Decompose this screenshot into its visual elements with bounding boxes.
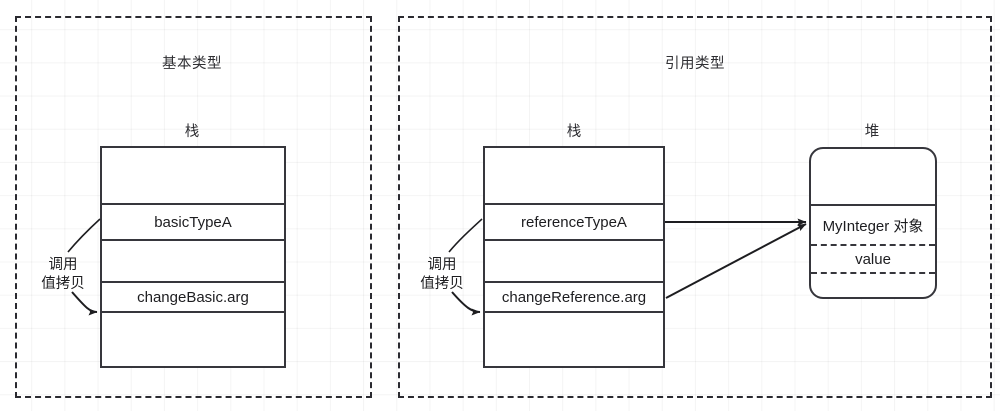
heap-object-box: MyInteger 对象 value [809, 147, 937, 299]
reference-stack-caption: 栈 [566, 124, 582, 140]
basic-stack-frame-2 [102, 241, 284, 281]
basic-stack-caption: 栈 [184, 124, 200, 140]
basic-stack-box: basicTypeA changeBasic.arg [100, 146, 286, 368]
reference-stack-frame-2 [485, 241, 663, 281]
reference-heap-caption: 堆 [864, 124, 880, 140]
reference-stack-box: referenceTypeA changeReference.arg [483, 146, 665, 368]
basic-call-annotation-line2: 值拷贝 [41, 276, 85, 292]
basic-call-annotation: 调用 值拷贝 [34, 256, 92, 294]
reference-stack-frame-referenceTypeA: referenceTypeA [485, 203, 663, 241]
basic-call-annotation-line1: 调用 [48, 257, 78, 273]
panel-basic-type-title: 基本类型 [162, 56, 222, 72]
reference-stack-frame-4 [485, 313, 663, 366]
reference-call-annotation: 调用 值拷贝 [413, 256, 471, 294]
heap-object-row-3 [811, 274, 935, 297]
heap-object-row-value: value [811, 244, 935, 274]
reference-call-annotation-line1: 调用 [427, 257, 457, 273]
panel-reference-type [398, 16, 992, 398]
basic-stack-frame-changeBasic-arg: changeBasic.arg [102, 281, 284, 313]
panel-reference-type-title: 引用类型 [665, 56, 725, 72]
basic-stack-frame-4 [102, 313, 284, 366]
basic-stack-frame-0 [102, 148, 284, 203]
heap-object-row-0 [811, 149, 935, 204]
reference-call-annotation-line2: 值拷贝 [420, 276, 464, 292]
basic-stack-frame-basicTypeA: basicTypeA [102, 203, 284, 241]
reference-stack-frame-changeReference-arg: changeReference.arg [485, 281, 663, 313]
reference-stack-frame-0 [485, 148, 663, 203]
panel-basic-type [15, 16, 372, 398]
heap-object-row-myinteger: MyInteger 对象 [811, 204, 935, 244]
